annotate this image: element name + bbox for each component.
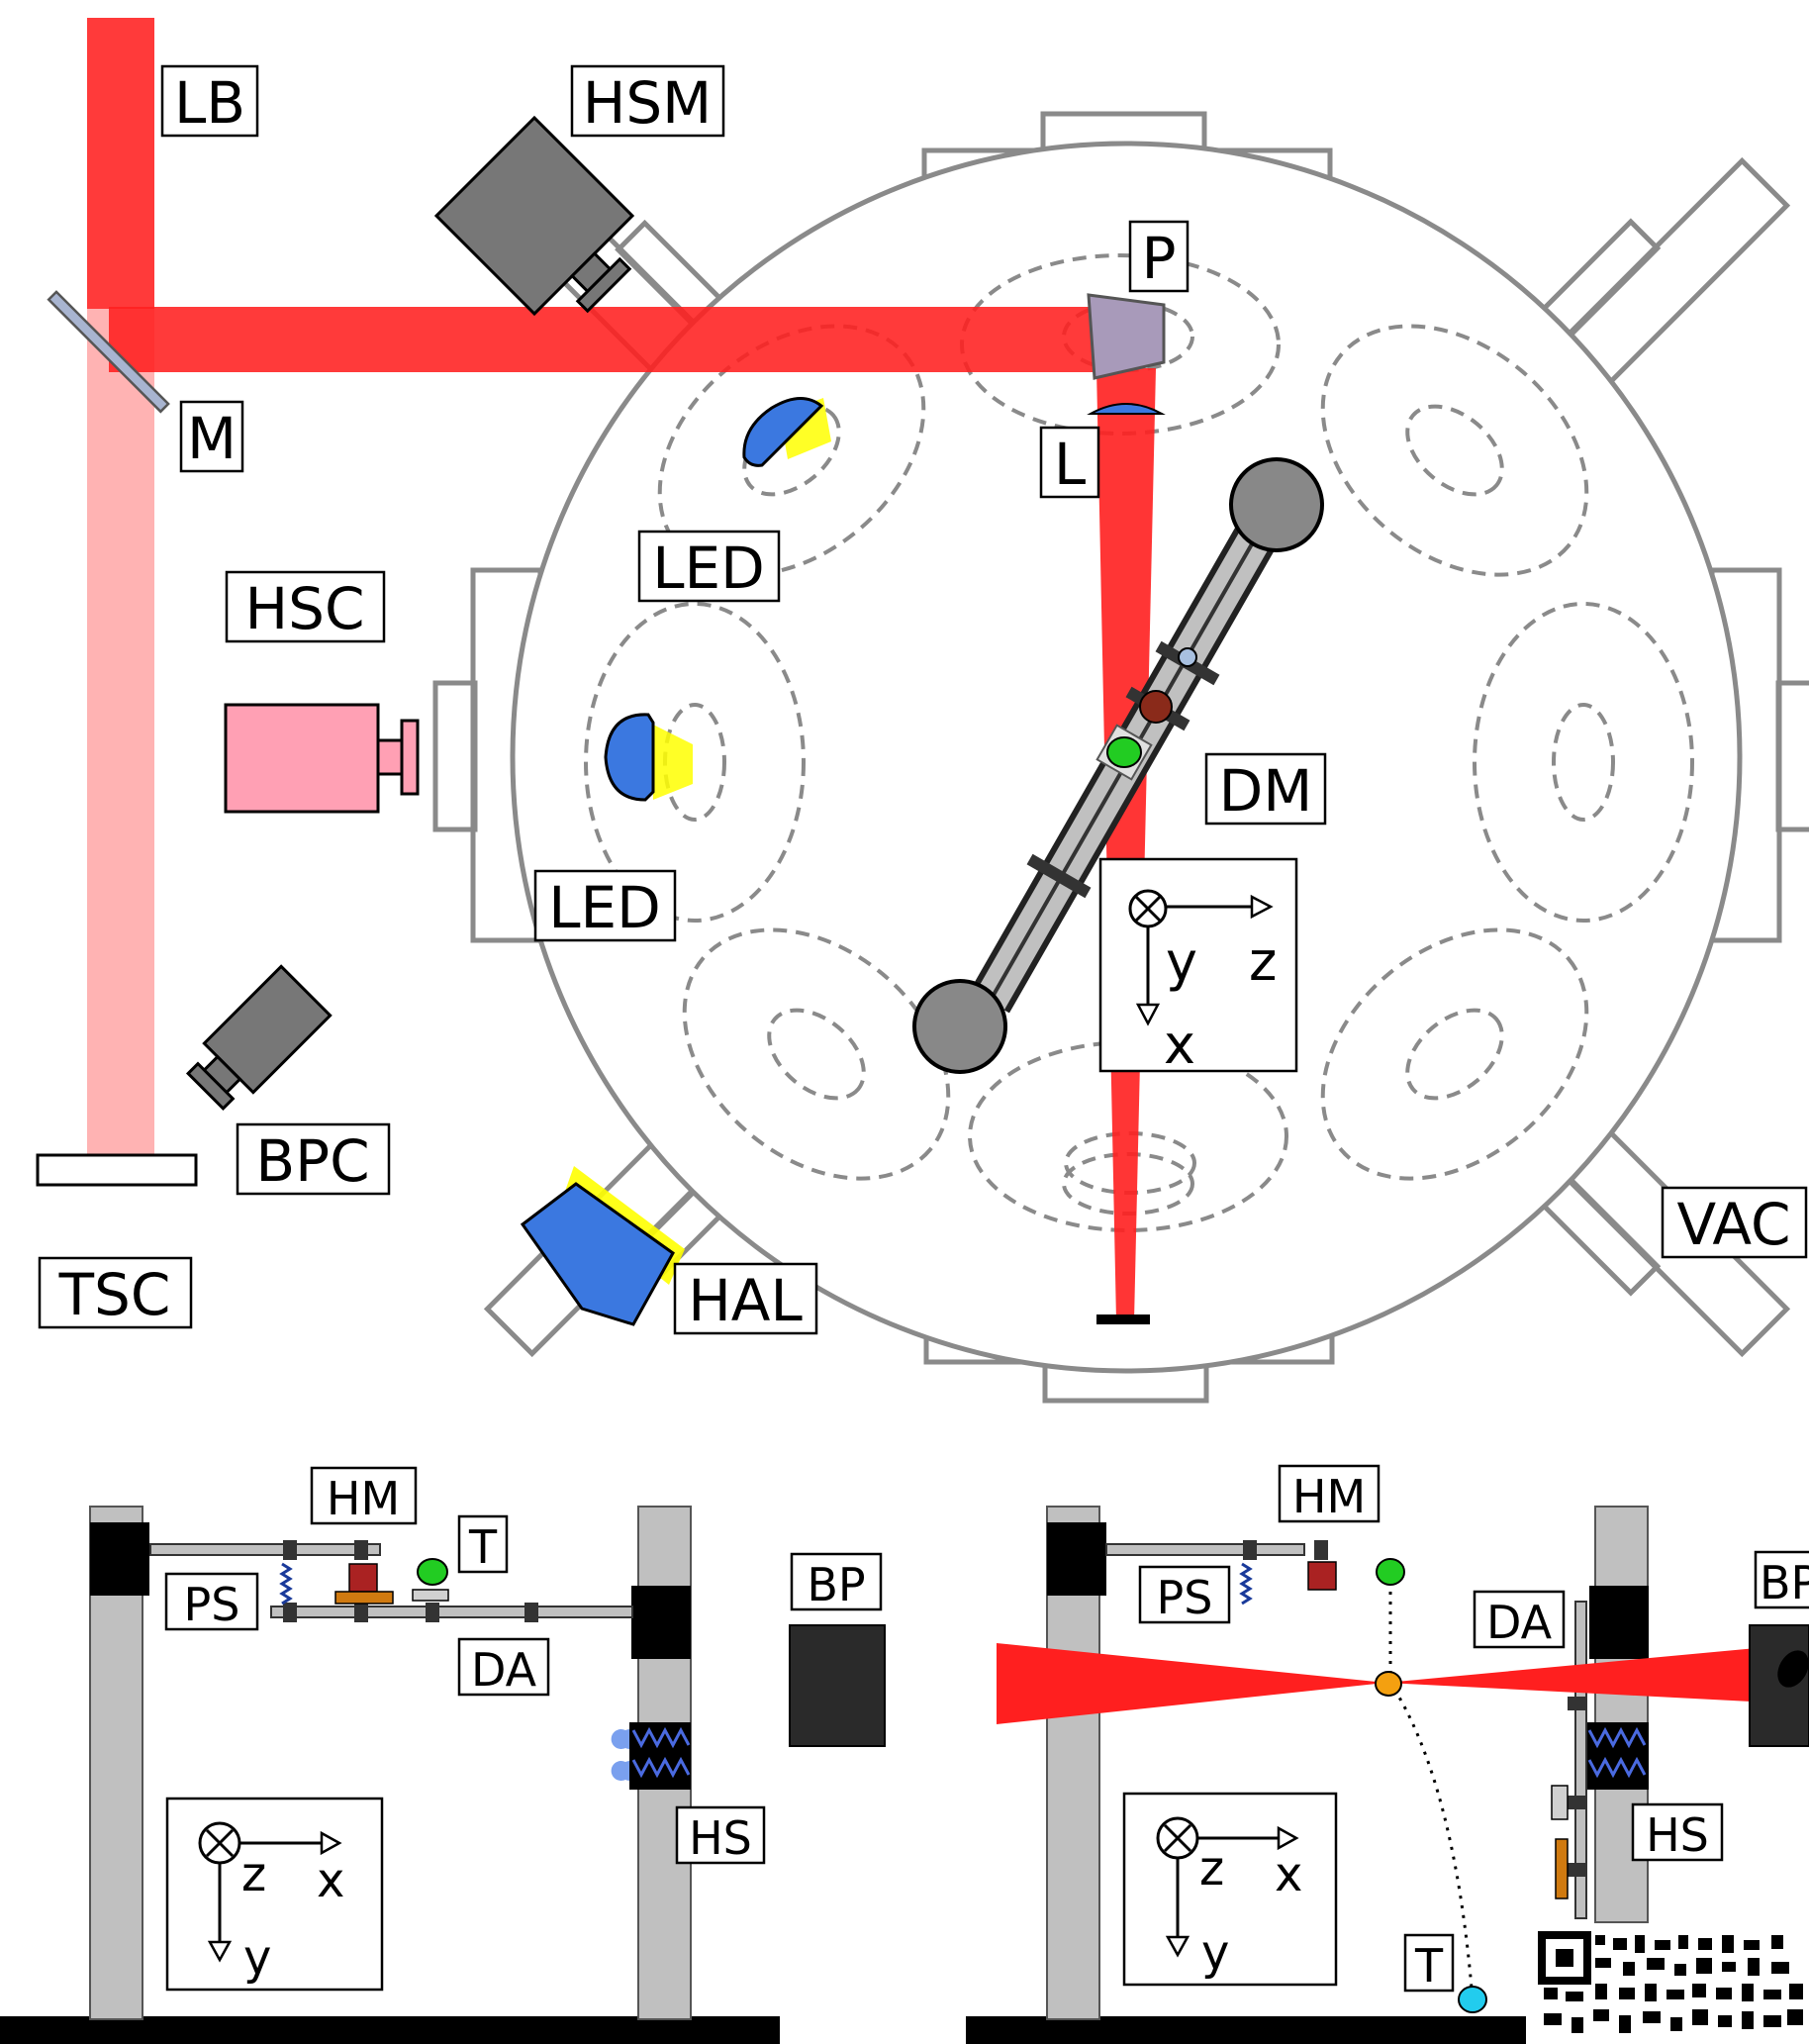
tsc-screen — [36, 1153, 198, 1187]
axis-label-y: y — [1166, 930, 1197, 993]
right-label-hm: HM — [1292, 1470, 1366, 1523]
label-hsc: HSC — [245, 575, 365, 642]
axes-box-top: y z x — [1098, 857, 1298, 1076]
right-label-da: DA — [1486, 1596, 1553, 1649]
right-axis-x: x — [1275, 1847, 1302, 1902]
axis-label-z: z — [1249, 930, 1277, 993]
hsm-camera-icon — [433, 115, 635, 317]
left-label-hs: HS — [689, 1811, 752, 1865]
led-icon-top — [742, 397, 831, 467]
axis-label-x: x — [1164, 1014, 1195, 1076]
left-axis-x: x — [317, 1853, 344, 1908]
right-label-ps: PS — [1157, 1571, 1213, 1624]
right-axis-y: y — [1201, 1925, 1229, 1981]
label-vac: VAC — [1676, 1191, 1790, 1258]
bpc-camera-icon — [185, 964, 333, 1112]
led-icon-bottom — [604, 713, 693, 802]
label-dm: DM — [1219, 757, 1313, 825]
laser-beam — [87, 18, 1156, 1321]
left-label-t: T — [468, 1520, 498, 1574]
right-label-t: T — [1414, 1939, 1444, 1993]
beam-dump — [1096, 1314, 1150, 1324]
left-label-bp: BP — [807, 1558, 865, 1611]
left-panel: HM T PS DA BP HS z x y — [0, 1466, 886, 2044]
qr-code — [1538, 1930, 1809, 2044]
right-axis-z: z — [1199, 1841, 1224, 1897]
halogen-lamp-icon — [520, 1166, 685, 1326]
left-axis-y: y — [243, 1930, 271, 1986]
label-bpc: BPC — [255, 1127, 369, 1195]
drop-manipulator — [912, 457, 1324, 1074]
left-label-ps: PS — [184, 1578, 240, 1631]
label-hal: HAL — [688, 1267, 803, 1334]
right-label-hs: HS — [1646, 1808, 1709, 1862]
lens — [1087, 403, 1166, 415]
label-m: M — [187, 405, 237, 472]
label-hsm: HSM — [583, 69, 712, 137]
hsc-camera-icon — [224, 703, 420, 814]
label-lb: LB — [174, 69, 245, 137]
left-label-da: DA — [471, 1643, 537, 1697]
left-label-hm: HM — [327, 1472, 400, 1525]
top-labels: LB HSM M P L HSC LED LED DM BPC TSC HAL … — [38, 64, 1808, 1335]
prism — [1087, 293, 1166, 380]
right-panel: HM PS DA BP HS T z x y — [966, 1464, 1809, 2044]
right-label-bp: BP — [1760, 1556, 1809, 1609]
label-p: P — [1142, 225, 1177, 292]
label-led-top: LED — [652, 535, 765, 602]
label-tsc: TSC — [58, 1261, 171, 1328]
left-axis-z: z — [241, 1847, 266, 1902]
label-led-bottom: LED — [548, 874, 661, 941]
mirror — [47, 290, 170, 414]
label-l: L — [1054, 431, 1086, 498]
